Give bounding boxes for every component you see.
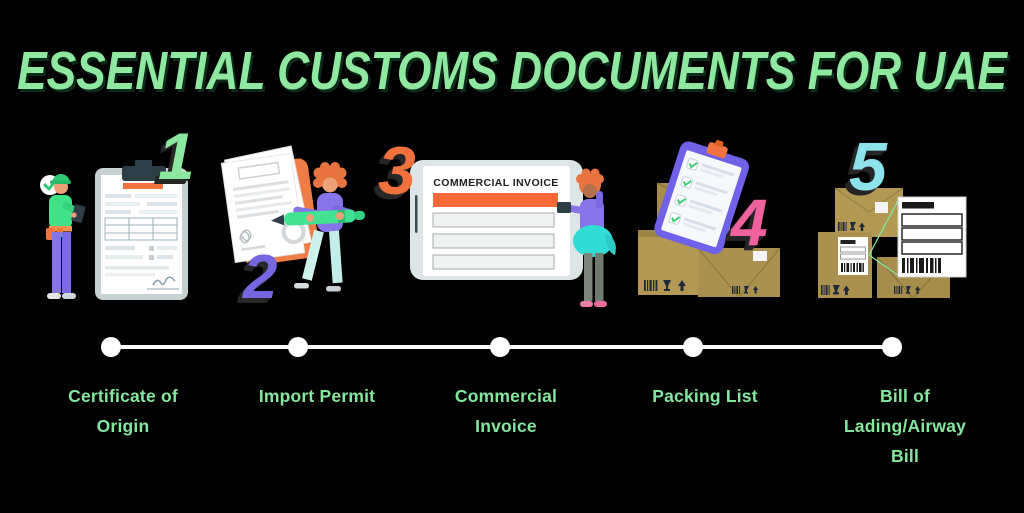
step-number-2: 2 [243, 243, 278, 312]
timeline-dot-1 [101, 337, 121, 357]
certificate-clipboard-icon [95, 160, 188, 300]
step-number-1: 1 [158, 119, 195, 193]
invoice-title-text: COMMERCIAL INVOICE [433, 177, 558, 189]
step-number-3: 3 [378, 133, 416, 209]
step-label-commercial-invoice: Commercial Invoice [454, 386, 558, 437]
step-label-certificate-of-origin: Certificate of Origin [68, 386, 178, 437]
signer-figure [271, 162, 365, 292]
invoice-tablet-icon: COMMERCIAL INVOICE [410, 160, 583, 280]
import-permit-illustration [220, 145, 382, 303]
small-shipping-label-icon [838, 237, 868, 275]
invoice-holder-figure [557, 168, 616, 307]
shipping-marks-icon [644, 280, 686, 291]
packing-list-illustration [632, 140, 782, 300]
enlarged-shipping-label-icon [897, 196, 967, 278]
label-zoom-lines [868, 198, 900, 277]
step-number-5: 5 [849, 129, 887, 205]
labeled-boxes-icon [818, 187, 951, 299]
timeline-dot-4 [683, 337, 703, 357]
barcode-icon [902, 258, 941, 273]
worker-figure [46, 174, 86, 299]
timeline-dot-3 [490, 337, 510, 357]
permit-document-icon [220, 145, 313, 263]
step-number-4: 4 [731, 185, 768, 259]
bill-of-lading-illustration [812, 182, 972, 302]
step-label-packing-list: Packing List [652, 386, 758, 406]
timeline-dot-5 [882, 337, 902, 357]
page-title: ESSENTIAL CUSTOMS DOCUMENTS FOR UAE [17, 41, 1007, 101]
teal-wrap [573, 225, 613, 257]
timeline-dot-2 [288, 337, 308, 357]
shipping-marks-small-icon [732, 286, 759, 294]
certificate-of-origin-illustration [35, 125, 200, 305]
step-label-import-permit: Import Permit [258, 386, 376, 406]
commercial-invoice-illustration: COMMERCIAL INVOICE [405, 155, 625, 315]
checklist-clipboard-icon [654, 140, 750, 255]
step-label-bill-of-lading: Bill of Lading/Airway Bill [843, 386, 967, 467]
